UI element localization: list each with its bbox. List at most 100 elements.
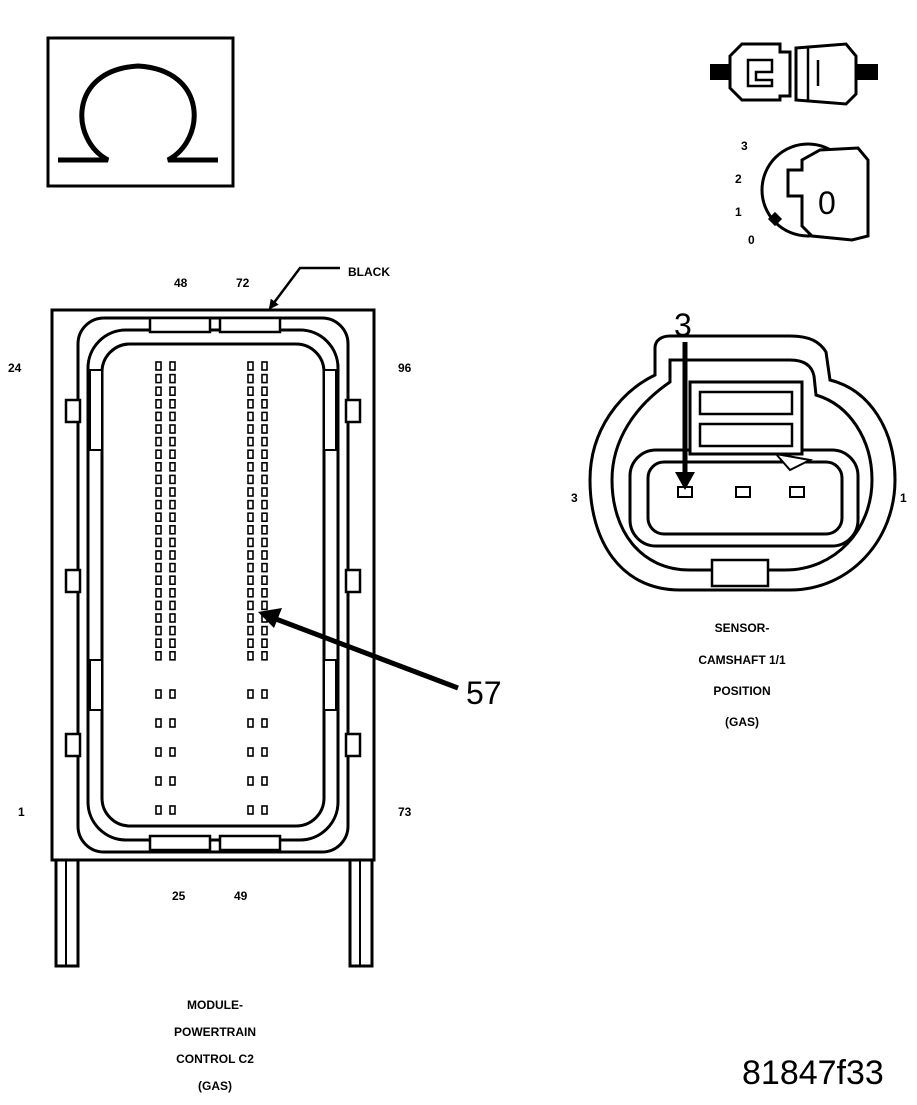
pin-cavity — [155, 562, 162, 573]
pcm-caption-line-2: POWERTRAIN — [174, 1025, 256, 1039]
cmp-pin-3-callout: 3 — [674, 307, 692, 343]
figure-id: 81847f33 — [742, 1054, 884, 1092]
pin-cavity — [261, 436, 268, 447]
cmp-caption: SENSOR- CAMSHAFT 1/1 POSITION (GAS) — [698, 621, 786, 729]
pin-cavity — [261, 600, 268, 611]
pin-cavity — [247, 537, 254, 548]
pin-cavity — [247, 747, 254, 757]
pin-cavity — [261, 587, 268, 598]
pin-cavity — [169, 461, 176, 472]
pin-cavity — [169, 361, 176, 371]
pin-cavity — [261, 424, 268, 434]
pin-cavity — [155, 805, 162, 815]
pin-cavity — [247, 562, 254, 573]
pin-cavity — [155, 625, 162, 636]
pin-cavity — [169, 587, 176, 598]
pin-cavity — [169, 436, 176, 447]
pin-label-49: 49 — [234, 889, 248, 903]
pin-cavity — [247, 524, 254, 535]
key-position-label: 0 — [818, 185, 836, 221]
pin-cavity — [169, 562, 176, 573]
pcm-connector — [50, 308, 376, 968]
pin-cavity — [155, 638, 162, 649]
pin-cavity — [155, 524, 162, 535]
pin-cavity — [261, 776, 268, 786]
pin-cavity — [247, 398, 254, 409]
pin-cavity — [155, 461, 162, 472]
pin-cavity — [155, 650, 162, 661]
pin-cavity — [155, 512, 162, 523]
pin-cavity-grid — [155, 361, 268, 815]
pin-cavity — [261, 575, 268, 586]
pin-cavity — [169, 625, 176, 636]
pin-cavity — [169, 537, 176, 548]
pin-cavity — [261, 562, 268, 573]
pin-57-callout-arrow — [258, 608, 459, 691]
pin-cavity — [169, 424, 176, 434]
pin-cavity — [169, 650, 176, 661]
pin-cavity — [155, 487, 162, 497]
pin-cavity — [261, 625, 268, 636]
pin-label-72: 72 — [236, 276, 250, 290]
pin-label-73: 73 — [398, 805, 412, 819]
pin-cavity — [169, 613, 176, 623]
ignition-pos-0: 0 — [748, 233, 755, 247]
pin-57-callout: 57 — [466, 675, 502, 711]
pin-cavity — [247, 373, 254, 384]
ignition-key-icon: 3 2 1 0 0 — [735, 139, 870, 247]
cmp-caption-line-1: SENSOR- — [715, 621, 770, 635]
pin-cavity — [169, 411, 176, 422]
pin-cavity — [247, 386, 254, 397]
pin-cavity — [247, 474, 254, 485]
pin-cavity — [247, 689, 254, 699]
pcm-caption-line-3: CONTROL C2 — [176, 1052, 254, 1066]
pin-cavity — [155, 575, 162, 586]
pin-cavity — [247, 550, 254, 560]
pin-cavity — [247, 411, 254, 422]
pcm-caption: MODULE- POWERTRAIN CONTROL C2 (GAS) — [174, 998, 256, 1093]
pin-cavity — [155, 411, 162, 422]
pin-3-callout-arrow — [675, 342, 695, 490]
pin-cavity — [247, 638, 254, 649]
pin-cavity — [261, 361, 268, 371]
pin-cavity — [261, 487, 268, 497]
pin-cavity — [169, 524, 176, 535]
pin-cavity — [155, 776, 162, 786]
pin-cavity — [155, 361, 162, 371]
pin-cavity — [169, 550, 176, 560]
pcm-caption-line-1: MODULE- — [187, 998, 243, 1012]
pin-cavity — [155, 386, 162, 397]
pin-cavity — [261, 398, 268, 409]
pin-cavity — [155, 499, 162, 510]
pin-cavity — [247, 512, 254, 523]
pin-cavity — [247, 718, 254, 728]
pin-label-48: 48 — [174, 276, 188, 290]
pin-cavity — [169, 499, 176, 510]
pin-cavity — [261, 805, 268, 815]
pin-cavity — [169, 474, 176, 485]
pin-cavity — [155, 373, 162, 384]
pin-cavity — [261, 718, 268, 728]
pin-cavity — [261, 373, 268, 384]
pin-cavity — [169, 373, 176, 384]
pin-cavity — [169, 449, 176, 460]
pin-cavity — [155, 718, 162, 728]
pin-cavity — [247, 487, 254, 497]
pin-cavity — [261, 499, 268, 510]
pin-cavity — [247, 449, 254, 460]
cmp-pin-label-1: 1 — [900, 491, 907, 505]
pin-cavity — [261, 550, 268, 560]
pin-cavity — [247, 499, 254, 510]
pin-cavity — [261, 411, 268, 422]
pin-label-24: 24 — [8, 361, 22, 375]
pcm-caption-line-4: (GAS) — [198, 1079, 232, 1093]
ignition-pos-3: 3 — [741, 139, 748, 153]
pin-cavity — [169, 689, 176, 699]
pin-cavity — [169, 487, 176, 497]
pin-cavity — [261, 474, 268, 485]
pin-cavity — [247, 776, 254, 786]
pin-cavity — [247, 805, 254, 815]
pin-cavity — [261, 461, 268, 472]
pin-cavity — [155, 600, 162, 611]
